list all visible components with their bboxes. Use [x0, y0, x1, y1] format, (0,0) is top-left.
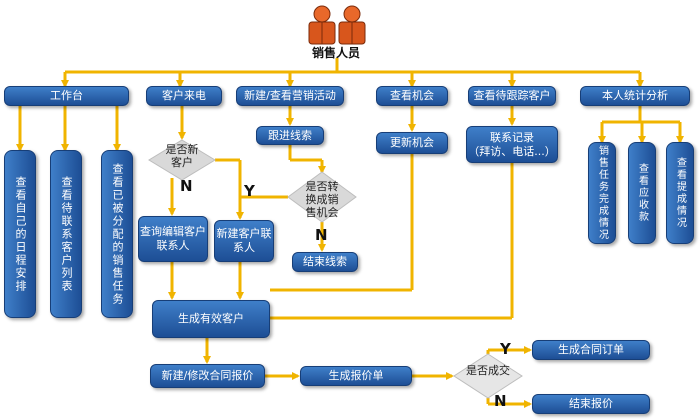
view-opportunity-node[interactable]: 查看机会 — [376, 86, 448, 106]
contact-record-line2: （拜访、电话...） — [468, 144, 556, 158]
follow-lead-node[interactable]: 跟进线索 — [256, 126, 324, 145]
end-quote-node[interactable]: 结束报价 — [532, 394, 650, 414]
contact-record-node[interactable]: 联系记录 （拜访、电话...） — [466, 126, 558, 163]
commission-node[interactable]: 查看提成情况 — [666, 142, 694, 244]
salesperson-icon-right — [338, 5, 366, 45]
end-lead-node[interactable]: 结束线索 — [292, 252, 358, 272]
decision-new-customer-no: N — [180, 177, 193, 195]
view-pending-customer-node[interactable]: 查看待跟踪客户 — [468, 86, 556, 106]
new-modify-quote-node[interactable]: 新建/修改合同报价 — [150, 364, 265, 388]
schedule-node[interactable]: 查看自己的日程安排 — [4, 150, 36, 318]
decision-convert-shape — [287, 171, 357, 223]
pending-contacts-node[interactable]: 查看待联系客户列表 — [50, 150, 82, 318]
decision-deal-no: N — [494, 392, 507, 410]
decision-new-customer-shape — [148, 139, 216, 181]
decision-convert-no: N — [315, 226, 328, 244]
update-opportunity-node[interactable]: 更新机会 — [376, 132, 448, 154]
workbench-node[interactable]: 工作台 — [4, 86, 129, 106]
decision-new-customer-label: 是否新客户 — [165, 143, 199, 170]
decision-convert-label: 是否转换成销售机会 — [305, 180, 339, 220]
assigned-tasks-node[interactable]: 查看已被分配的销售任务 — [101, 150, 133, 318]
personal-stats-node[interactable]: 本人统计分析 — [580, 86, 690, 106]
decision-convert-yes: Y — [244, 182, 255, 200]
receivables-node[interactable]: 查看应收款 — [628, 142, 656, 244]
query-edit-contact-node[interactable]: 查询编辑客户联系人 — [138, 216, 208, 262]
generate-quote-node[interactable]: 生成报价单 — [300, 366, 412, 386]
decision-deal-shape — [453, 353, 523, 399]
sales-person-title: 销售人员 — [312, 46, 361, 60]
new-view-campaign-node[interactable]: 新建/查看营销活动 — [236, 86, 344, 106]
incoming-call-node[interactable]: 客户来电 — [146, 86, 222, 106]
valid-customer-node[interactable]: 生成有效客户 — [152, 300, 270, 338]
generate-order-node[interactable]: 生成合同订单 — [532, 340, 650, 360]
decision-deal-label: 是否成交 — [466, 364, 510, 377]
contact-record-line1: 联系记录 — [490, 130, 534, 144]
new-contact-node[interactable]: 新建客户联系人 — [214, 220, 274, 262]
decision-deal-yes: Y — [500, 340, 511, 358]
salesperson-icon-left — [308, 5, 336, 45]
sales-task-completion-node[interactable]: 销售任务完成情况 — [588, 142, 616, 244]
